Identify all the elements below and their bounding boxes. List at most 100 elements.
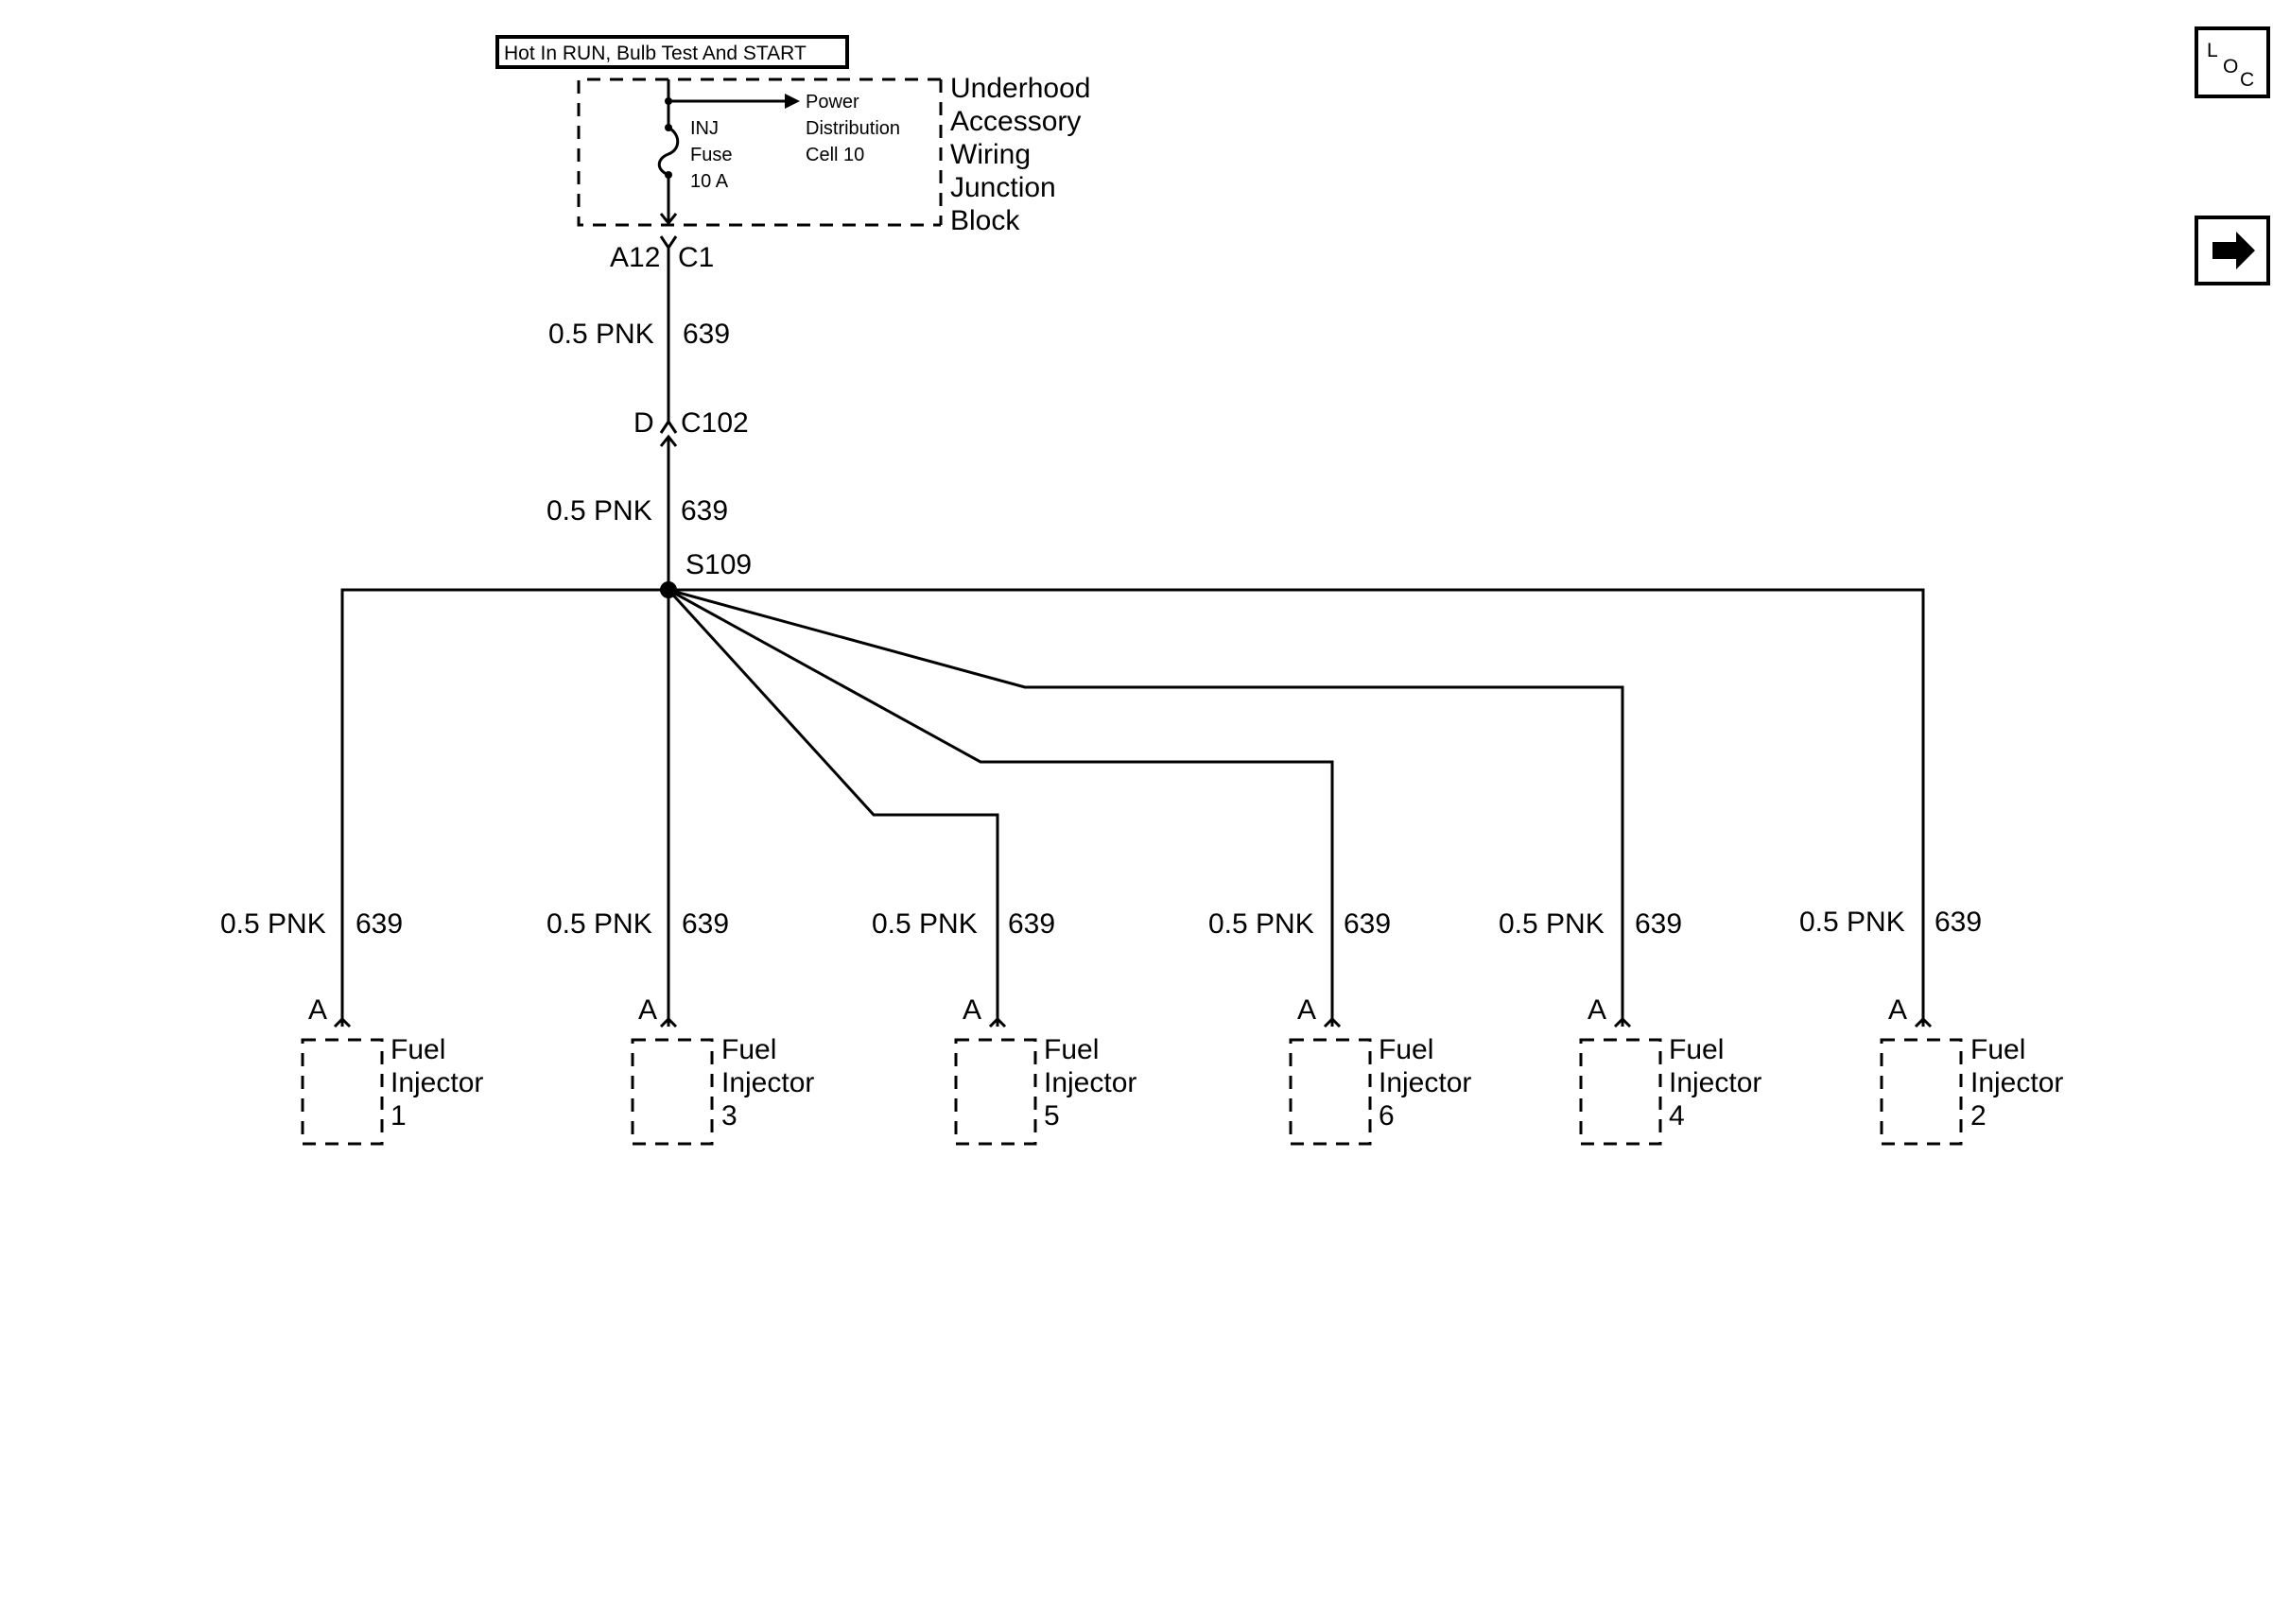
branch-wire-injector-6 [668,588,1334,1027]
wire-upper-size-color: 0.5 PNK [548,319,654,350]
injector-4-pin: A [1588,994,1606,1026]
injector-1: 0.5 PNK 639 A Fuel Injector 1 [220,908,483,1146]
injector-6: 0.5 PNK 639 A Fuel Injector 6 [1208,908,1471,1146]
injector-1-box [301,1038,384,1146]
loc-letter-o: O [2223,56,2238,78]
arrow-right-icon [2212,232,2255,269]
wire-mid-size-color: 0.5 PNK [547,495,652,527]
power-label: Hot In RUN, Bulb Test And START [495,35,849,69]
fuse-label-line3: 10 A [690,171,729,192]
bus-dot [665,97,672,105]
injector-3-name-line2: Injector [721,1067,814,1098]
fuse-label-line1: INJ [690,118,719,139]
injector-2-box [1880,1038,1963,1146]
connector-c1: A12 C1 [610,235,714,273]
junction-block-name-line3: Wiring [950,139,1031,170]
next-page-button[interactable] [2195,216,2270,285]
injector-1-connector-symbol [333,1016,352,1028]
injector-2-name-line1: Fuel [1970,1034,2025,1065]
branch-4-size-color: 0.5 PNK [1499,908,1605,940]
branch-5-size-color: 0.5 PNK [872,908,978,940]
branch-2-circuit: 639 [1935,907,1982,938]
connector-c102-pin: D [633,407,654,439]
branch-wire-injector-4 [668,588,1624,1027]
injector-5-name-line2: Injector [1044,1067,1136,1098]
branch-wire-injector-2 [668,588,1925,1027]
loc-letter-c: C [2240,69,2254,91]
loc-button[interactable]: L O C [2195,26,2270,98]
branch-5-circuit: 639 [1008,908,1055,940]
branch-wire-injector-5 [667,588,999,1027]
junction-block-name-line2: Accessory [950,106,1081,137]
junction-block-name-line5: Block [950,205,1020,236]
injector-6-box [1289,1038,1372,1146]
junction-block-name-line1: Underhood [950,73,1090,104]
injector-5-name-line1: Fuel [1044,1034,1099,1065]
branch-1-size-color: 0.5 PNK [220,908,326,940]
injector-6-pin: A [1297,994,1316,1026]
injector-3-number: 3 [721,1100,737,1132]
injector-2-number: 2 [1970,1100,1987,1132]
fuse-label-line2: Fuse [690,145,732,165]
wire-upper-circuit: 639 [683,319,730,350]
branch-3-circuit: 639 [682,908,729,940]
junction-block: Underhood Accessory Wiring Junction Bloc… [577,73,1090,236]
injector-2: 0.5 PNK 639 A Fuel Injector 2 [1799,907,2063,1146]
splice-s109-label: S109 [685,549,752,580]
connector-c1-symbol [659,235,678,251]
power-label-box [495,35,849,69]
power-dist-label-line2: Distribution [806,118,900,139]
fuse-icon [657,126,680,177]
connector-c102-name: C102 [681,407,749,439]
connector-c102: D C102 [633,407,749,447]
loc-button-frame [2195,26,2270,98]
injector-5: 0.5 PNK 639 A Fuel Injector 5 [872,908,1136,1146]
branch-1-circuit: 639 [356,908,403,940]
branch-6-circuit: 639 [1344,908,1391,940]
branch-4-circuit: 639 [1635,908,1682,940]
injector-4-box [1579,1038,1662,1146]
injector-1-name-line1: Fuel [390,1034,445,1065]
wire-mid-circuit: 639 [681,495,728,527]
injector-1-name-line2: Injector [390,1067,483,1098]
injector-3-name-line1: Fuel [721,1034,776,1065]
branch-3-size-color: 0.5 PNK [547,908,652,940]
loc-letter-l: L [2207,40,2218,61]
injector-5-box [954,1038,1037,1146]
connector-c102-upper-symbol [659,419,678,434]
branch-wire-injector-1 [340,588,668,1027]
injector-2-connector-symbol [1914,1016,1933,1028]
injector-3: 0.5 PNK 639 A Fuel Injector 3 [547,908,814,1146]
injector-6-connector-symbol [1323,1016,1342,1028]
injector-5-pin: A [963,994,981,1026]
injector-3-box [631,1038,714,1146]
injector-2-pin: A [1888,994,1907,1026]
junction-block-name-line4: Junction [950,172,1056,203]
injector-2-name-line2: Injector [1970,1067,2063,1098]
injector-4-connector-symbol [1613,1016,1632,1028]
injector-5-connector-symbol [988,1016,1007,1028]
injector-6-number: 6 [1379,1100,1395,1132]
branch-6-size-color: 0.5 PNK [1208,908,1314,940]
injector-6-name-line2: Injector [1379,1067,1471,1098]
connector-c1-name: C1 [678,242,714,273]
injector-4-name-line2: Injector [1669,1067,1761,1098]
power-label-text: Hot In RUN, Bulb Test And START [504,43,807,64]
fuse-output-arrow-icon [659,213,678,226]
injector-4-name-line1: Fuel [1669,1034,1724,1065]
power-dist-label-line3: Cell 10 [806,145,864,165]
power-distribution-arrow-icon [785,94,800,109]
injector-3-pin: A [638,994,657,1026]
injector-5-number: 5 [1044,1100,1060,1132]
branch-2-size-color: 0.5 PNK [1799,907,1905,938]
power-dist-label-line1: Power [806,92,859,112]
injector-1-number: 1 [390,1100,407,1132]
junction-block-outline [577,78,941,227]
injector-1-pin: A [308,994,327,1026]
injector-4-number: 4 [1669,1100,1685,1132]
injector-3-connector-symbol [659,1016,678,1028]
injector-6-name-line1: Fuel [1379,1034,1433,1065]
injector-4: 0.5 PNK 639 A Fuel Injector 4 [1499,908,1761,1146]
connector-c1-pin: A12 [610,242,660,273]
